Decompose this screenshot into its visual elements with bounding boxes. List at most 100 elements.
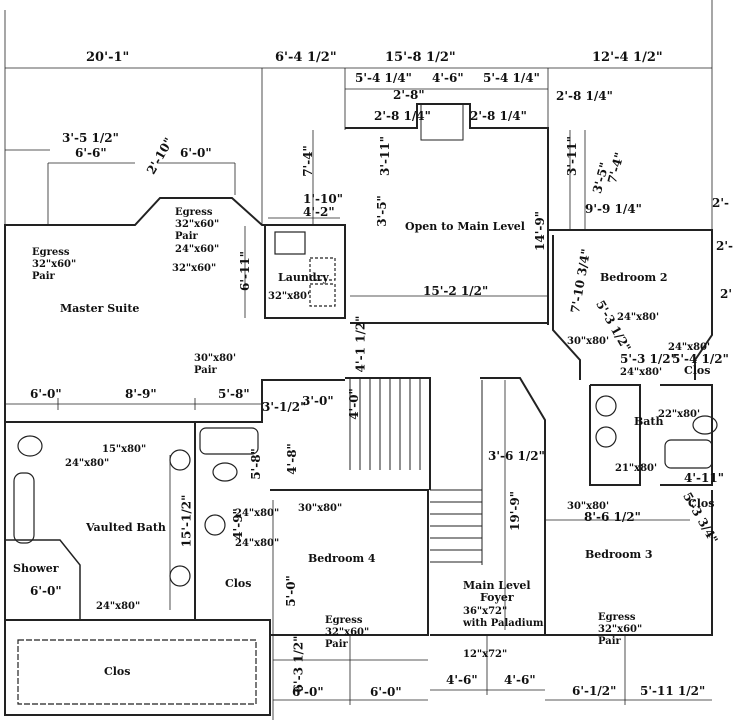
- dimension-label: 4'-6": [432, 71, 464, 85]
- dimension-label: 12'-4 1/2": [592, 50, 663, 65]
- door-label: 22"x80': [658, 409, 701, 420]
- room-bedroom-4: Bedroom 4: [308, 552, 376, 565]
- sink-icon: [169, 449, 191, 471]
- dimension-label: 19'-9": [507, 491, 522, 531]
- room-vaulted-bath: Vaulted Bath: [86, 521, 166, 534]
- room-bedroom-2: Bedroom 2: [600, 271, 668, 284]
- dimension-label: 6'-0": [370, 685, 402, 699]
- dimension-label: 2'-8 1/4": [374, 109, 431, 123]
- dimension-label: 14'-9": [532, 211, 547, 251]
- dimension-label: 3'-6 1/2": [488, 449, 545, 463]
- laundry-sink-icon: [274, 231, 306, 255]
- closet-shelf: [17, 639, 257, 705]
- dimension-label: 1'-10": [303, 192, 343, 206]
- room-closet: Clos: [684, 364, 711, 377]
- dimension-label: 3'-11": [377, 136, 392, 176]
- dimension-label: 3'-5 1/2": [62, 131, 119, 145]
- dimension-label: 2'-8 1/4": [556, 89, 613, 103]
- dimension-label: 2': [720, 287, 733, 301]
- room-bedroom-3: Bedroom 3: [585, 548, 653, 561]
- window-label: 12"x72": [463, 649, 508, 660]
- dimension-label: 6'-0": [30, 387, 62, 401]
- dimension-label: 3'-1/2": [262, 400, 307, 414]
- door-label: 24"x80': [668, 342, 711, 353]
- dimension-label: 4'-9": [230, 508, 245, 540]
- dimension-label: 8'-6 1/2": [584, 510, 641, 524]
- window-label: 36"x72" with Paladium: [463, 606, 544, 629]
- door-label: 30"x80': [567, 336, 610, 347]
- dimension-label: 6'-0": [30, 584, 62, 598]
- dimension-label: 6'-0": [292, 685, 324, 699]
- dimension-label: 15'-8 1/2": [385, 50, 456, 65]
- sink-icon: [595, 426, 617, 448]
- window-label: Egress 32"x60" Pair: [325, 615, 370, 650]
- bathtub-icon: [664, 439, 713, 469]
- door-label: 30"x80' Pair: [194, 353, 237, 376]
- bathtub-icon: [199, 427, 259, 455]
- dimension-label: 2'-8": [393, 88, 425, 102]
- dimension-label: 3'-5": [374, 195, 389, 227]
- dimension-label: 5'-4 1/4": [483, 71, 540, 85]
- dimension-lines: [4, 0, 713, 720]
- room-closet: Clos: [225, 577, 252, 590]
- dryer-icon: [309, 283, 336, 307]
- dimension-label: 6'-1/2": [572, 684, 617, 698]
- dimension-label: 4'-1 1/2": [353, 315, 368, 373]
- room-laundry: Laundry: [278, 271, 329, 284]
- door-label: 21"x80': [615, 463, 658, 474]
- door-label: 24"x80': [617, 312, 660, 323]
- dimension-label: 15'-1/2": [179, 494, 194, 548]
- door-label: 24"x80": [96, 601, 141, 612]
- stairs: [349, 378, 483, 565]
- dimension-label: 3'-11": [564, 136, 579, 176]
- room-open-to-main-level: Open to Main Level: [405, 220, 525, 233]
- dimension-label: 6'-3 1/2": [291, 635, 306, 693]
- dimension-label: 4'-0": [346, 388, 361, 420]
- bathtub-icon: [13, 472, 35, 544]
- room-shower: Shower: [13, 562, 59, 575]
- washer-icon: [309, 257, 336, 281]
- door-label: 24"x80": [235, 508, 280, 519]
- dimension-label: 5'-8": [248, 448, 263, 480]
- room-master-suite: Master Suite: [60, 302, 140, 315]
- dimension-label: 6'-0": [180, 146, 212, 160]
- dimension-label: 5'-4 1/2": [672, 352, 729, 366]
- window-label: Egress 32"x60" Pair: [32, 247, 77, 282]
- dimension-label: 9'-9 1/4": [585, 202, 642, 216]
- dimension-label: 4'-2": [303, 205, 335, 219]
- dimension-label: 7'-4": [300, 145, 315, 177]
- dimension-label: 2'-: [712, 196, 730, 210]
- sink-icon: [204, 514, 226, 536]
- dimension-label: 5'-11 1/2": [640, 684, 706, 698]
- dimension-label: 5'-8": [218, 387, 250, 401]
- toilet-icon: [212, 462, 238, 482]
- dimension-label: 4'-6": [504, 673, 536, 687]
- dimension-label: 8'-9": [125, 387, 157, 401]
- window-label: 32"x60": [172, 263, 217, 274]
- toilet-icon: [17, 435, 43, 457]
- dimension-label: 6'-6": [75, 146, 107, 160]
- dimension-label: 15'-2 1/2": [423, 284, 489, 298]
- room-closet: Clos: [104, 665, 131, 678]
- dimension-label: 6'-4 1/2": [275, 50, 337, 65]
- door-label: 30"x80": [298, 503, 343, 514]
- sink-icon: [595, 395, 617, 417]
- dimension-label: 6'-11": [237, 251, 252, 291]
- dimension-label: 2'-6: [716, 239, 733, 253]
- fixtures: [5, 231, 718, 705]
- window-label: 24"x60": [175, 244, 220, 255]
- dimension-label: 20'-1": [86, 50, 130, 65]
- dimension-label: 4'-11": [684, 471, 724, 485]
- door-label: 32"x80': [268, 291, 311, 302]
- dimension-label: 5'-0": [283, 575, 298, 607]
- room-closet: Clos: [688, 497, 715, 510]
- dimension-label: 5'-3 1/2": [620, 352, 677, 366]
- dimension-label: 4'-8": [284, 443, 299, 475]
- dimension-label: 5'-4 1/4": [355, 71, 412, 85]
- window-label: Egress 32"x60" Pair: [175, 207, 220, 242]
- sink-icon: [169, 565, 191, 587]
- toilet-icon: [692, 415, 718, 435]
- door-label: 24"x80": [65, 458, 110, 469]
